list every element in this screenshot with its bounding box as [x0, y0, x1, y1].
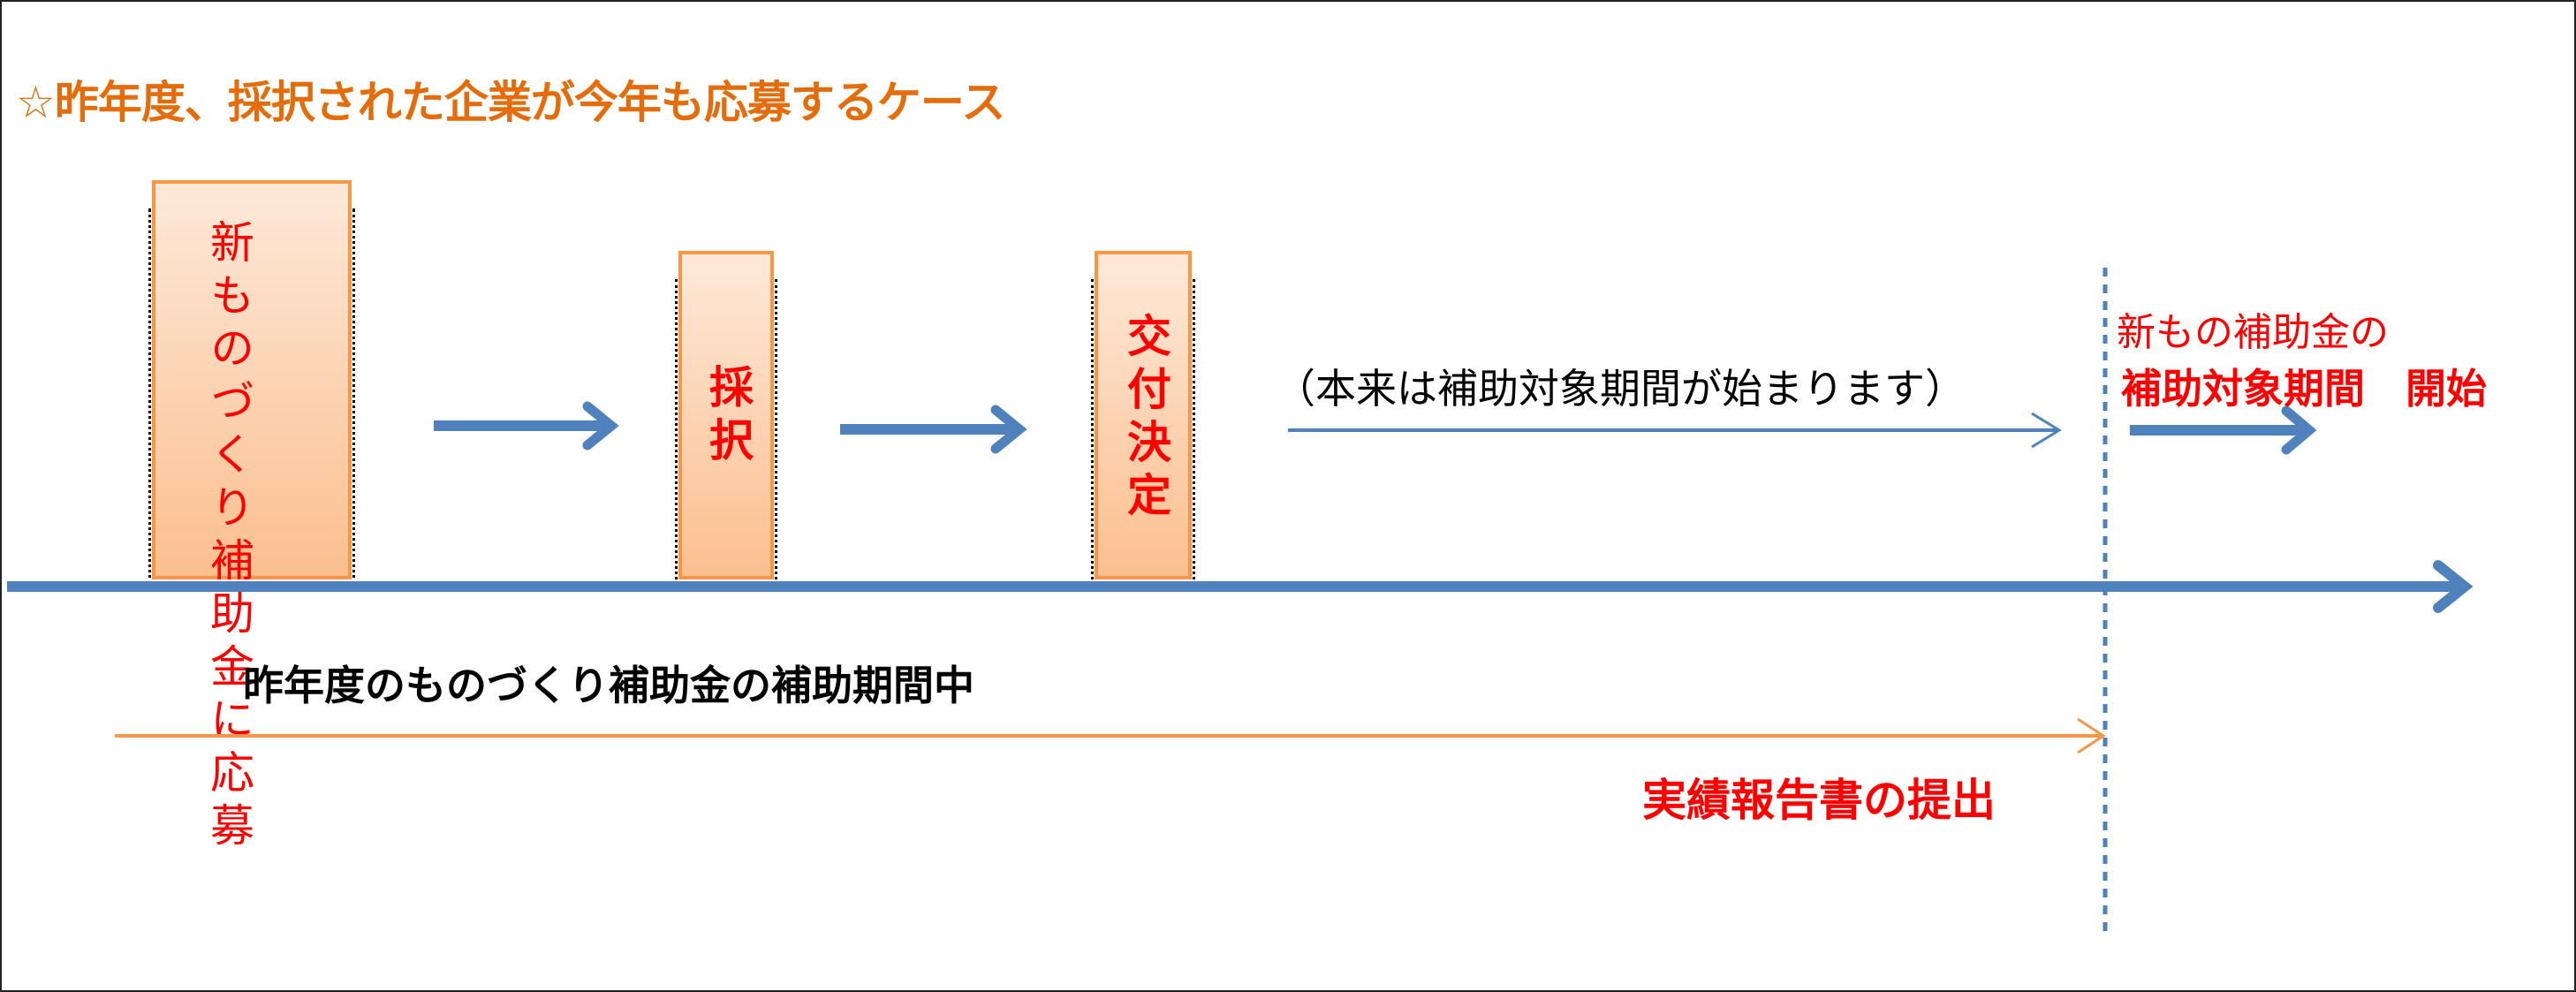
arrow-normal-period-thin — [1288, 412, 2062, 449]
step-adoption-box: 採択 — [675, 251, 777, 585]
arrow-new-period-start — [2130, 405, 2317, 455]
arrow-adoption-to-decision — [840, 405, 1027, 454]
main-timeline-arrow — [7, 560, 2474, 613]
report-submission-label: 実績報告書の提出 — [1642, 775, 1996, 826]
new-period-line1: 新もの補助金の — [2117, 310, 2389, 355]
page-title: ☆昨年度、採択された企業が今年も応募するケース — [16, 77, 1005, 128]
arrow-apply-to-adoption — [434, 401, 619, 451]
step-adoption-label: 採択 — [702, 364, 754, 470]
arrow-last-year-period-orange — [115, 717, 2106, 754]
last-year-period-label: 昨年度のものづくり補助金の補助期間中 — [243, 662, 974, 709]
step-grant-decision-box: 交付決定 — [1091, 251, 1195, 585]
new-period-line2: 補助対象期間 開始 — [2121, 365, 2487, 413]
step-grant-decision-label: 交付決定 — [1120, 313, 1171, 525]
normal-start-note: （本来は補助対象期間が始まります） — [1275, 365, 1966, 413]
